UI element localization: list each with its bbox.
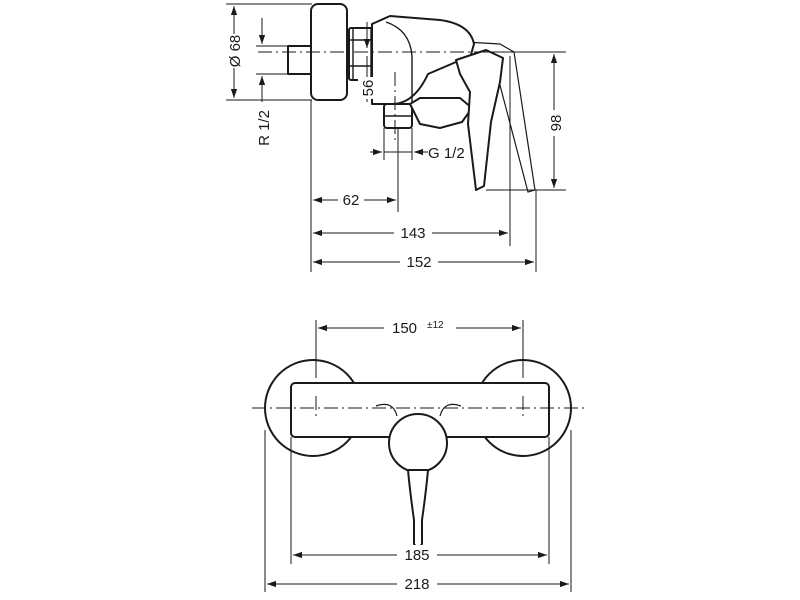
dim-height-56: 56 — [360, 80, 377, 97]
dim-depth-62: 62 — [343, 192, 360, 209]
dim-thread-g: G 1/2 — [428, 145, 465, 162]
dim-width-185: 185 — [404, 547, 429, 564]
dim-diameter: Ø 68 — [227, 35, 244, 68]
dim-height-98: 98 — [548, 115, 565, 132]
inlet-pipe — [287, 45, 313, 75]
lever-hub — [409, 97, 473, 129]
dim-depth-143: 143 — [400, 225, 425, 242]
side-view: Ø 68 R 1/2 56 98 G 1/2 62 — [226, 3, 566, 272]
dim-width-218: 218 — [404, 576, 429, 593]
lever — [455, 49, 504, 191]
front-view: 150 ±12 185 218 — [252, 316, 588, 594]
dim-spacing: 150 — [392, 320, 417, 337]
dim-spacing-tolerance: ±12 — [427, 320, 444, 331]
handle-knob — [388, 413, 448, 473]
dim-depth-152: 152 — [406, 254, 431, 271]
dim-thread-r: R 1/2 — [256, 110, 273, 146]
lever-front — [407, 469, 429, 548]
